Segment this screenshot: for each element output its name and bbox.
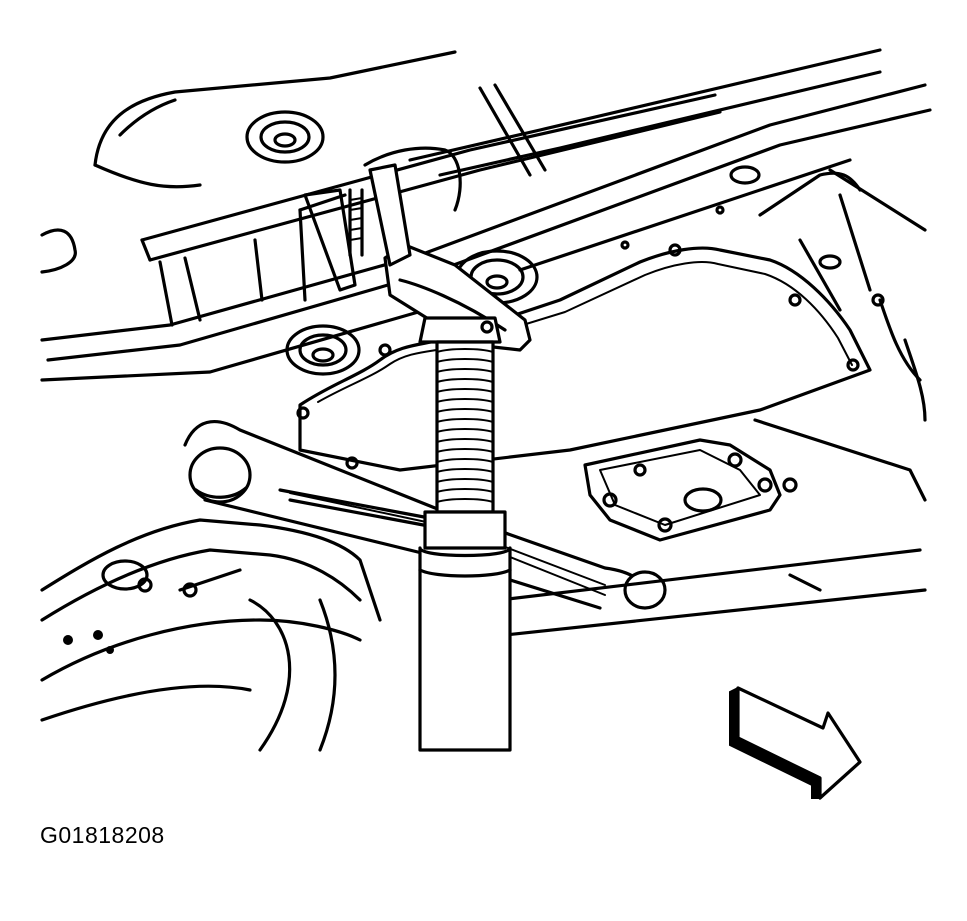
ball-joint-left (188, 446, 252, 504)
right-frame-rail (753, 168, 927, 502)
rear-bracket (583, 438, 798, 542)
jack-screw (435, 340, 495, 514)
ball-joint-right (623, 570, 667, 610)
wheel-well (40, 518, 927, 752)
body-mount-bushing-left (285, 324, 361, 376)
body-mount-bushing-upper (245, 110, 325, 164)
oil-pan (296, 205, 872, 472)
figure-code: G01818208 (40, 822, 165, 848)
jack-saddle (368, 163, 532, 352)
front-direction-arrow-icon (729, 686, 862, 800)
mount-bolt (303, 188, 364, 292)
jack-stand (418, 510, 512, 752)
